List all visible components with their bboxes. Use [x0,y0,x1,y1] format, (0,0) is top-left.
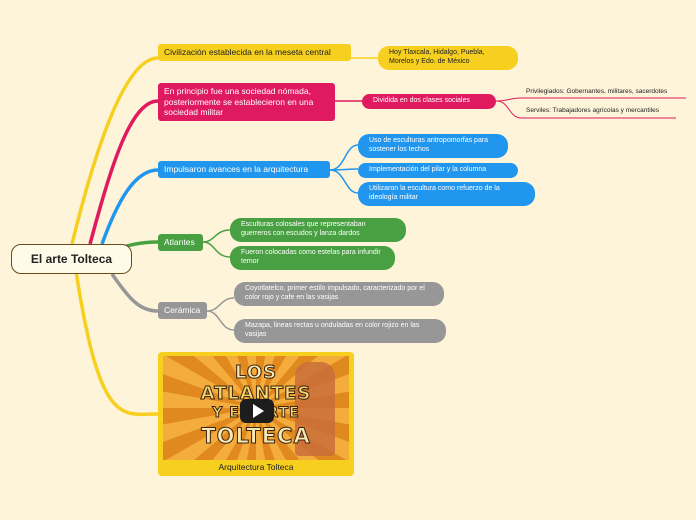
subtopic-region[interactable]: Hoy Tlaxcala, Hidalgo, Puebla, Morelos y… [378,46,518,70]
play-button[interactable] [240,399,274,423]
topic-arquitectura[interactable]: Impulsaron avances en la arquitectura [158,161,330,178]
subtopic-coyotlatelco[interactable]: Coyotlatelco, primer estilo impulsado, c… [234,282,444,306]
topic-atlantes[interactable]: Atlantes [158,234,203,251]
thumbnail-title-line: LOS [163,362,349,383]
video-caption: Arquitectura Tolteca [163,462,349,472]
subtopic-ideologia-militar[interactable]: Utilizaron la escultura como refuerzo de… [358,182,535,206]
subtopic-mazapa[interactable]: Mazapa, lineas rectas u onduladas en col… [234,319,446,343]
thumbnail-title-line: TOLTECA [163,424,349,448]
leaf-privilegiados[interactable]: Privilegiados: Gobernantes, militares, s… [526,88,667,95]
subtopic-clases-sociales[interactable]: Dividida en dos clases sociales [362,94,496,109]
subtopic-estelas[interactable]: Fueron colocadas como estelas para infun… [230,246,395,270]
subtopic-esculturas-colosales[interactable]: Esculturas colosales que representaban g… [230,218,406,242]
play-icon [253,404,264,418]
topic-ceramica[interactable]: Cerámica [158,302,207,319]
subtopic-esculturas-antropomorfas[interactable]: Uso de esculturas antropomorfas para sos… [358,134,508,158]
video-card[interactable]: LOS ATLANTES Y EL ARTE TOLTECA Arquitect… [158,352,354,476]
video-thumbnail[interactable]: LOS ATLANTES Y EL ARTE TOLTECA [163,356,349,460]
topic-sociedad-nomada[interactable]: En principio fue una sociedad nómada, po… [158,83,335,121]
subtopic-pilar-columna[interactable]: Implementación del pilar y la columna [358,163,518,178]
leaf-serviles[interactable]: Serviles: Trabajadores agrícolas y merca… [526,107,659,114]
root-node[interactable]: El arte Tolteca [11,244,132,274]
topic-civilizacion[interactable]: Civilización establecida en la meseta ce… [158,44,351,61]
